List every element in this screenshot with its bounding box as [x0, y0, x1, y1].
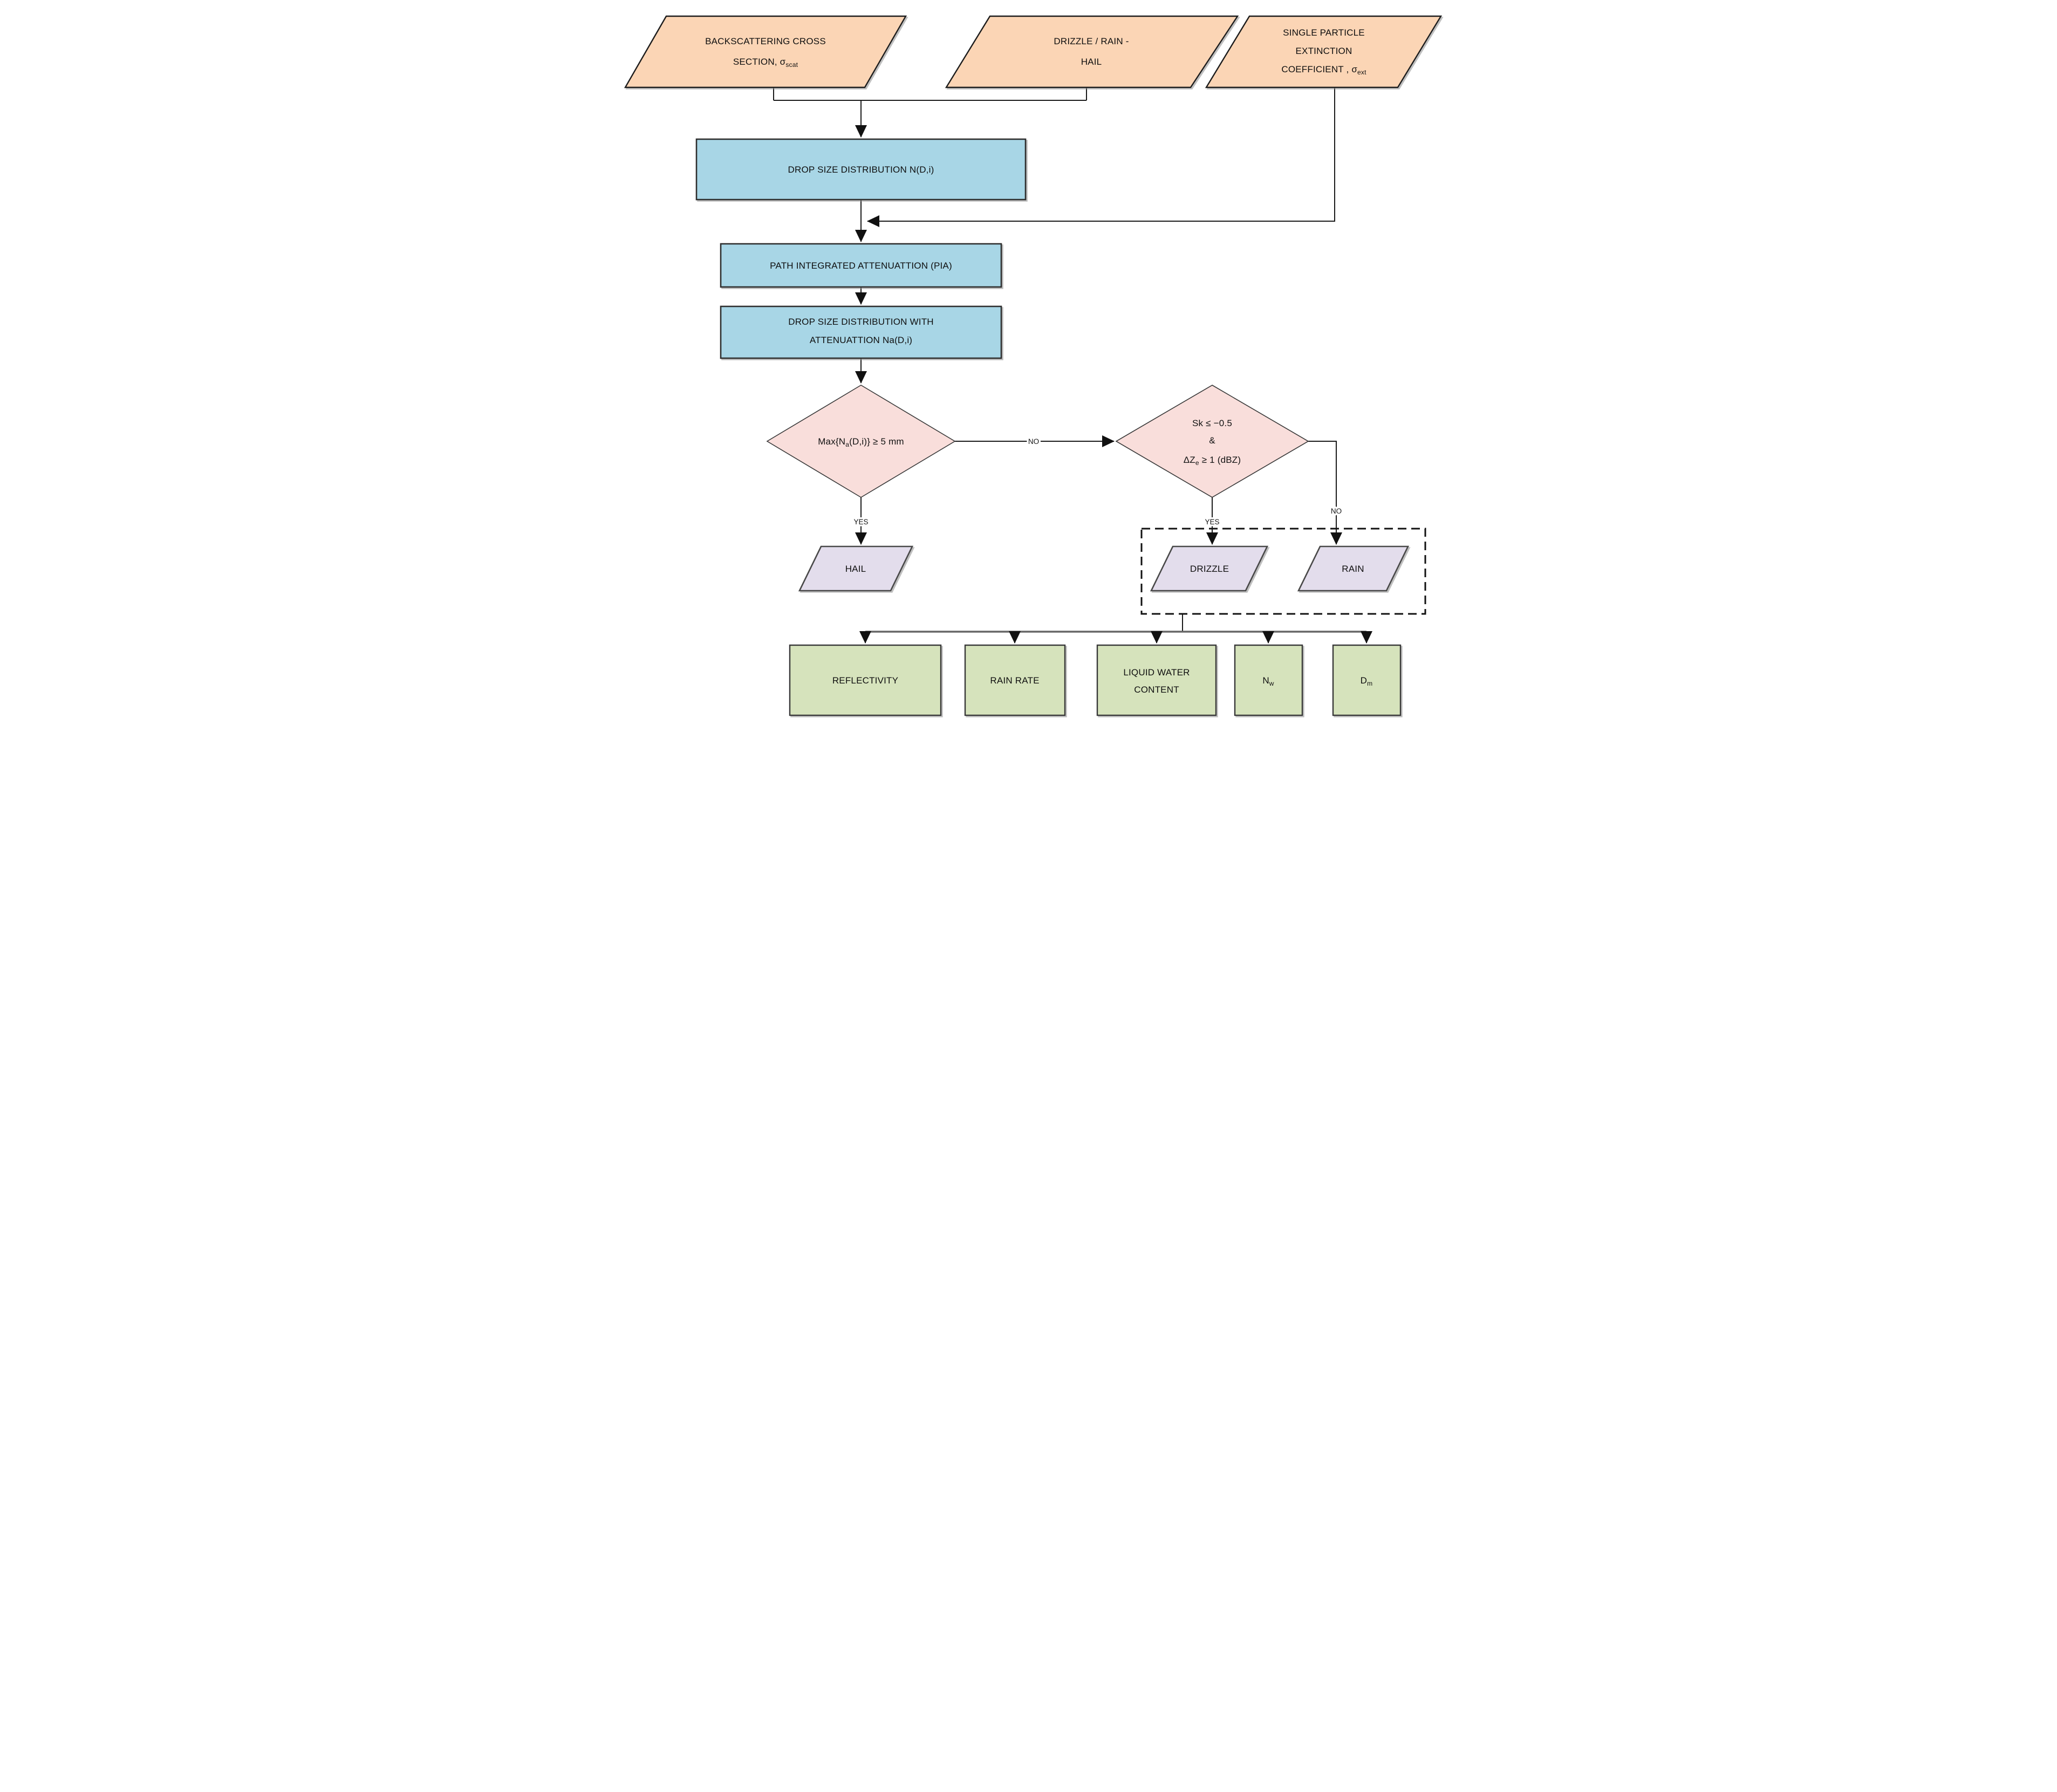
drizzle-rain-hail-shape — [945, 15, 1239, 88]
extinction-shape — [1205, 15, 1442, 88]
rain-rate-shape — [964, 644, 1065, 716]
rain-decision-label-line3: ΔZe ≥ 1 (dBZ) — [1183, 455, 1240, 467]
reflectivity-label: REFLECTIVITY — [832, 675, 898, 686]
node-hail-decision: Max{Na(D,i)} ≥ 5 mm — [766, 385, 956, 498]
node-nw-product: Nw — [1234, 644, 1303, 716]
rain-decision-shape — [1115, 385, 1309, 498]
node-extinction-input: SINGLE PARTICLE EXTINCTION COEFFICIENT ,… — [1205, 15, 1442, 88]
extinction-label-line2: EXTINCTION — [1295, 46, 1352, 56]
dm-label: Dm — [1360, 675, 1372, 687]
edge-extinction-feed — [866, 87, 1335, 227]
pia-shape — [720, 243, 1002, 288]
rain-decision-label-line1: Sk ≤ −0.5 — [1192, 418, 1232, 428]
hail-shape — [798, 545, 913, 592]
label-yes-hail: YES — [853, 518, 868, 526]
drizzle-rain-hail-label-line1: DRIZZLE / RAIN - — [1054, 36, 1129, 46]
drizzle-label: DRIZZLE — [1190, 564, 1228, 574]
rain-shape — [1297, 545, 1409, 592]
dsd-attenuation-shape — [720, 305, 1002, 359]
hail-decision-label: Max{Na(D,i)} ≥ 5 mm — [818, 436, 904, 448]
dsd-label: DROP SIZE DISTRIBUTION N(D,i) — [788, 165, 934, 175]
dm-shape — [1332, 644, 1401, 716]
hail-decision-shape — [766, 385, 956, 498]
nw-shape — [1234, 644, 1303, 716]
node-reflectivity-product: REFLECTIVITY — [789, 644, 941, 716]
lwc-label-line1: LIQUID WATER — [1123, 667, 1190, 678]
drizzle-rain-group-box — [1140, 528, 1426, 615]
node-rain-output: RAIN — [1297, 545, 1409, 592]
drizzle-rain-hail-label-line2: HAIL — [1081, 57, 1102, 67]
hail-label: HAIL — [845, 564, 866, 574]
pia-label: PATH INTEGRATED ATTENUATTION (PIA) — [770, 261, 952, 271]
label-yes-drizzle: YES — [1205, 518, 1219, 526]
node-dm-product: Dm — [1332, 644, 1401, 716]
node-backscattering-input: BACKSCATTERING CROSS SECTION, σscat — [624, 15, 907, 88]
node-drizzle-output: DRIZZLE — [1150, 545, 1268, 592]
flowchart-canvas: BACKSCATTERING CROSS SECTION, σscat DRIZ… — [611, 0, 1446, 734]
node-hail-output: HAIL — [798, 545, 913, 592]
node-rain-decision: Sk ≤ −0.5 & ΔZe ≥ 1 (dBZ) — [1115, 385, 1309, 498]
lwc-label-line2: CONTENT — [1134, 685, 1179, 695]
lwc-shape — [1096, 644, 1217, 716]
extinction-label-line3: COEFFICIENT , σext — [1281, 64, 1366, 76]
edge-no-to-rain — [1308, 441, 1342, 545]
edges — [773, 87, 1372, 644]
reflectivity-shape — [789, 644, 941, 716]
rain-decision-label-line2: & — [1209, 435, 1215, 446]
backscattering-label-line2: SECTION, σscat — [733, 57, 798, 69]
extinction-label-line1: SINGLE PARTICLE — [1283, 28, 1365, 38]
label-no-rain: NO — [1330, 507, 1341, 515]
node-lwc-product: LIQUID WATER CONTENT — [1096, 644, 1217, 716]
node-drizzle-rain-hail-input: DRIZZLE / RAIN - HAIL — [945, 15, 1239, 88]
node-dsd-process: DROP SIZE DISTRIBUTION N(D,i) — [695, 138, 1026, 201]
nw-label: Nw — [1262, 675, 1274, 687]
flowchart-page: BACKSCATTERING CROSS SECTION, σscat DRIZ… — [611, 0, 1446, 734]
node-rain-rate-product: RAIN RATE — [964, 644, 1065, 716]
dsd-attenuation-label-line1: DROP SIZE DISTRIBUTION WITH — [788, 317, 934, 327]
drizzle-shape — [1150, 545, 1268, 592]
dsd-attenuation-label-line2: ATTENUATTION Na(D,i) — [809, 335, 912, 345]
dsd-shape — [695, 138, 1026, 201]
backscattering-label-line1: BACKSCATTERING CROSS — [705, 36, 826, 46]
node-dsd-attenuation-process: DROP SIZE DISTRIBUTION WITH ATTENUATTION… — [720, 305, 1002, 359]
label-no-between: NO — [1028, 437, 1038, 446]
backscattering-shape — [624, 15, 907, 88]
node-pia-process: PATH INTEGRATED ATTENUATTION (PIA) — [720, 243, 1002, 288]
rain-label: RAIN — [1342, 564, 1364, 574]
rain-rate-label: RAIN RATE — [990, 675, 1039, 686]
